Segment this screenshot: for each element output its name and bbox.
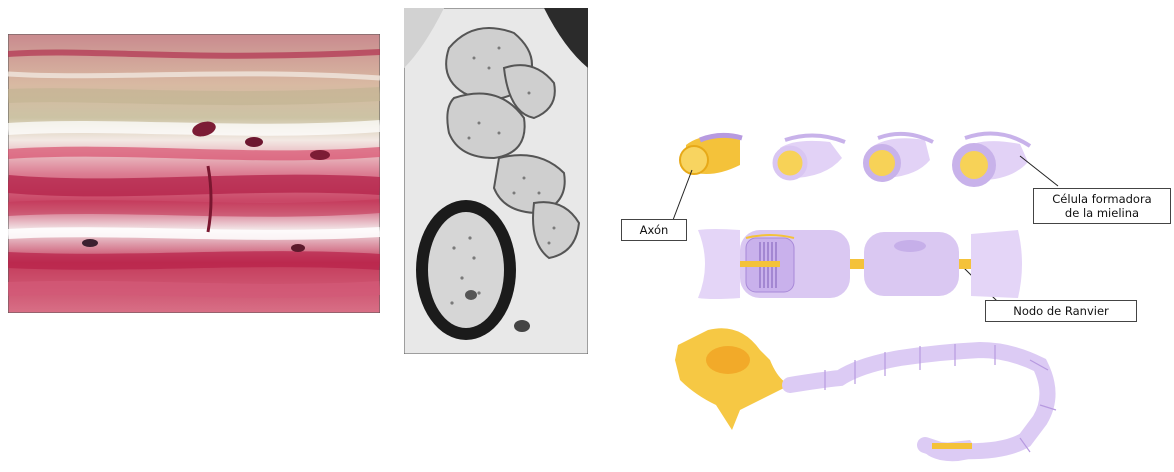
- light-micrograph: [8, 34, 380, 313]
- myelin-label-line2: de la mielina: [1040, 206, 1164, 220]
- axon-label-text: Axón: [628, 223, 680, 237]
- myelination-stage-1: [680, 135, 742, 174]
- myelin-cell-label: Célula formadora de la mielina: [1033, 188, 1171, 224]
- electron-micrograph: [404, 8, 588, 354]
- myelination-diagram: [600, 60, 1174, 472]
- axon-label: Axón: [621, 219, 687, 241]
- myelination-stage-3: [866, 134, 933, 179]
- ranvier-node-label: Nodo de Ranvier: [985, 300, 1137, 322]
- neuron: [675, 328, 1056, 461]
- ranvier-label-text: Nodo de Ranvier: [992, 304, 1130, 318]
- myelinated-axon-segment: [698, 229, 1022, 299]
- myelin-label-line1: Célula formadora: [1040, 192, 1164, 206]
- myelination-stage-2: [775, 135, 845, 178]
- myelination-stage-4: [956, 134, 1030, 184]
